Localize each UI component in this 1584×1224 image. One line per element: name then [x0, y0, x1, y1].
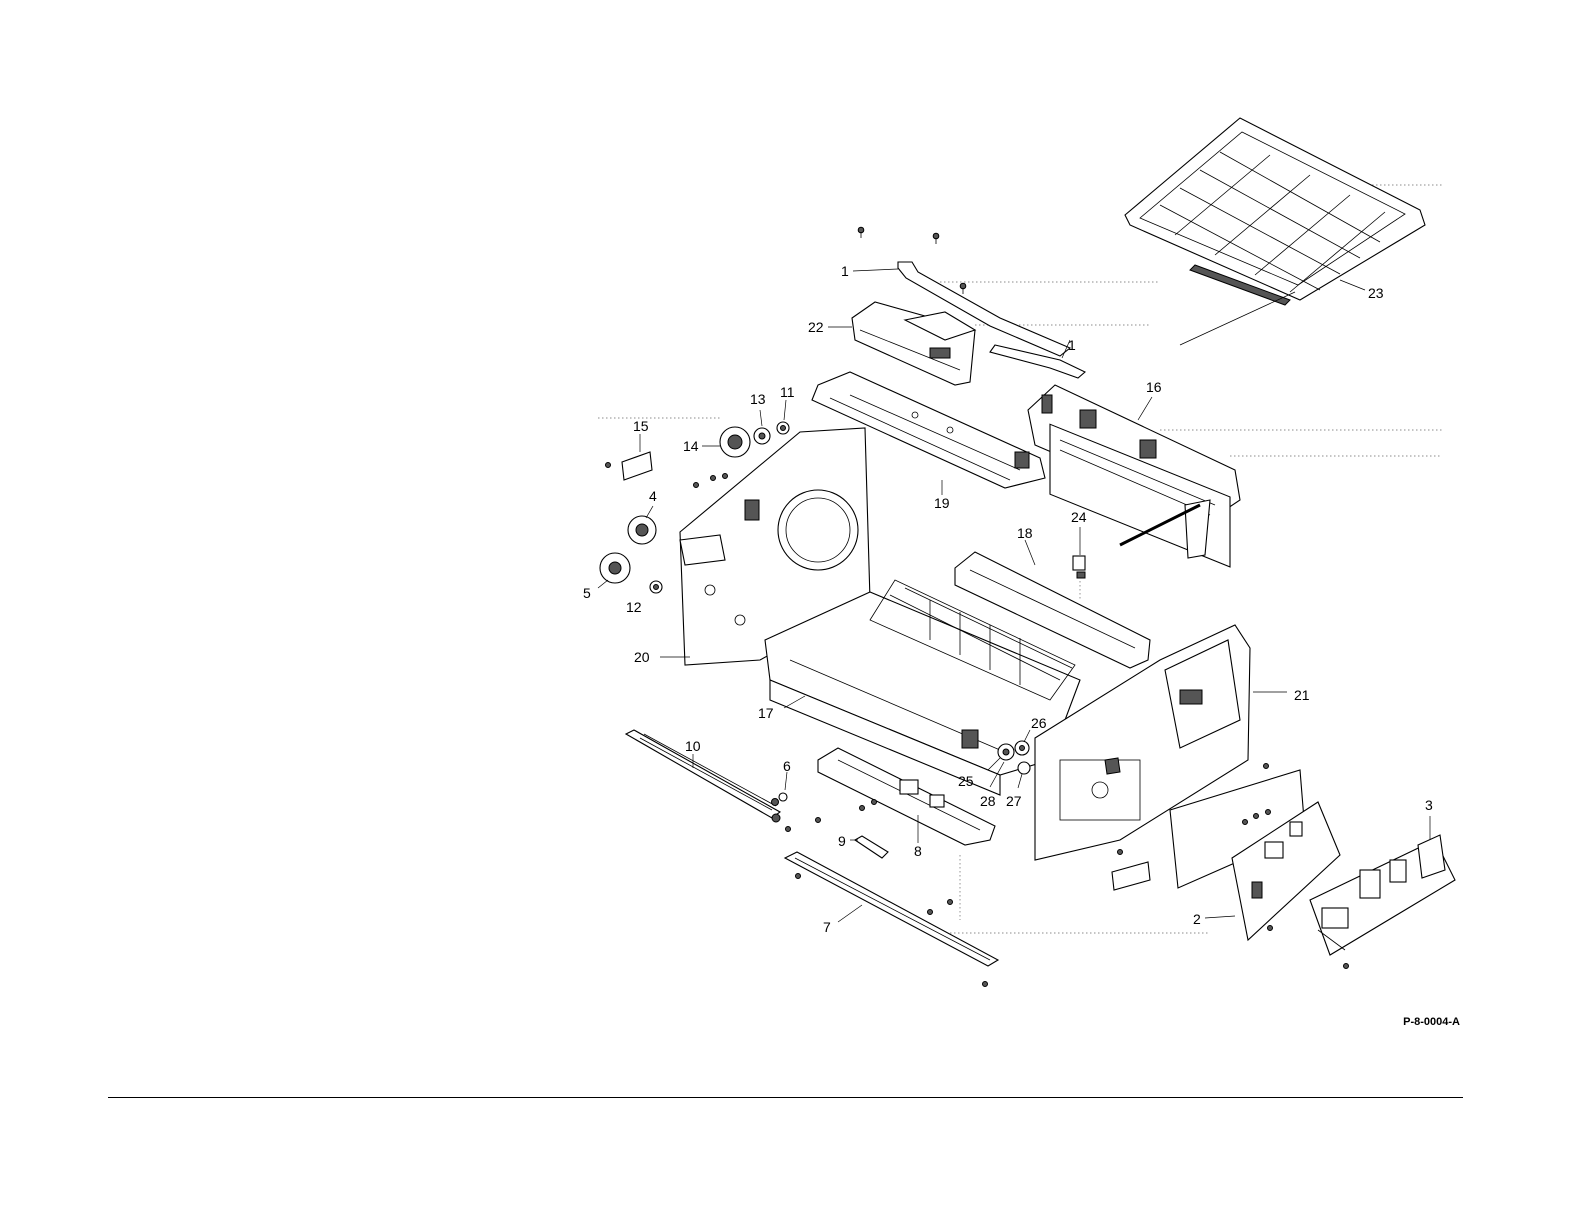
part-16-fuser-assembly — [1028, 385, 1240, 567]
callout-22: 22 — [808, 319, 824, 335]
callout-7: 7 — [823, 919, 831, 935]
callout-28: 28 — [980, 793, 996, 809]
callout-19: 19 — [934, 495, 950, 511]
part-9-bracket — [786, 818, 889, 859]
part-10-roller — [626, 730, 780, 822]
part-22-laser-unit — [852, 302, 975, 385]
figure-id: P-8-0004-A — [1360, 1016, 1460, 1028]
callout-9: 9 — [838, 833, 846, 849]
callout-8: 8 — [914, 843, 922, 859]
screws-top — [858, 227, 966, 294]
part-23-tray-assembly — [1125, 118, 1425, 345]
callout-4: 4 — [649, 488, 657, 504]
callout-24: 24 — [1071, 509, 1087, 525]
callout-1b: 1 — [1068, 337, 1076, 353]
callout-18: 18 — [1017, 525, 1033, 541]
callout-1a: 1 — [841, 263, 849, 279]
callout-27: 27 — [1006, 793, 1022, 809]
callout-2: 2 — [1193, 911, 1201, 927]
callout-17: 17 — [758, 705, 774, 721]
callout-26: 26 — [1031, 715, 1047, 731]
callout-13: 13 — [750, 391, 766, 407]
callout-5: 5 — [583, 585, 591, 601]
callout-25: 25 — [958, 773, 974, 789]
callout-16: 16 — [1146, 379, 1162, 395]
callout-23: 23 — [1368, 285, 1384, 301]
callout-6: 6 — [783, 758, 791, 774]
callout-12: 12 — [626, 599, 642, 615]
gears-upper — [702, 400, 789, 457]
callout-14: 14 — [683, 438, 699, 454]
callout-20: 20 — [634, 649, 650, 665]
callout-3: 3 — [1425, 797, 1433, 813]
gears-lower — [598, 506, 662, 593]
footer-rule — [108, 1097, 1463, 1098]
part-7-front-rail — [785, 852, 998, 987]
part-15-label-plate — [606, 434, 653, 480]
callout-11: 11 — [780, 384, 795, 400]
part-6-bushing — [772, 772, 788, 806]
callout-10: 10 — [685, 738, 701, 754]
callout-21: 21 — [1294, 687, 1310, 703]
callout-15: 15 — [633, 418, 649, 434]
